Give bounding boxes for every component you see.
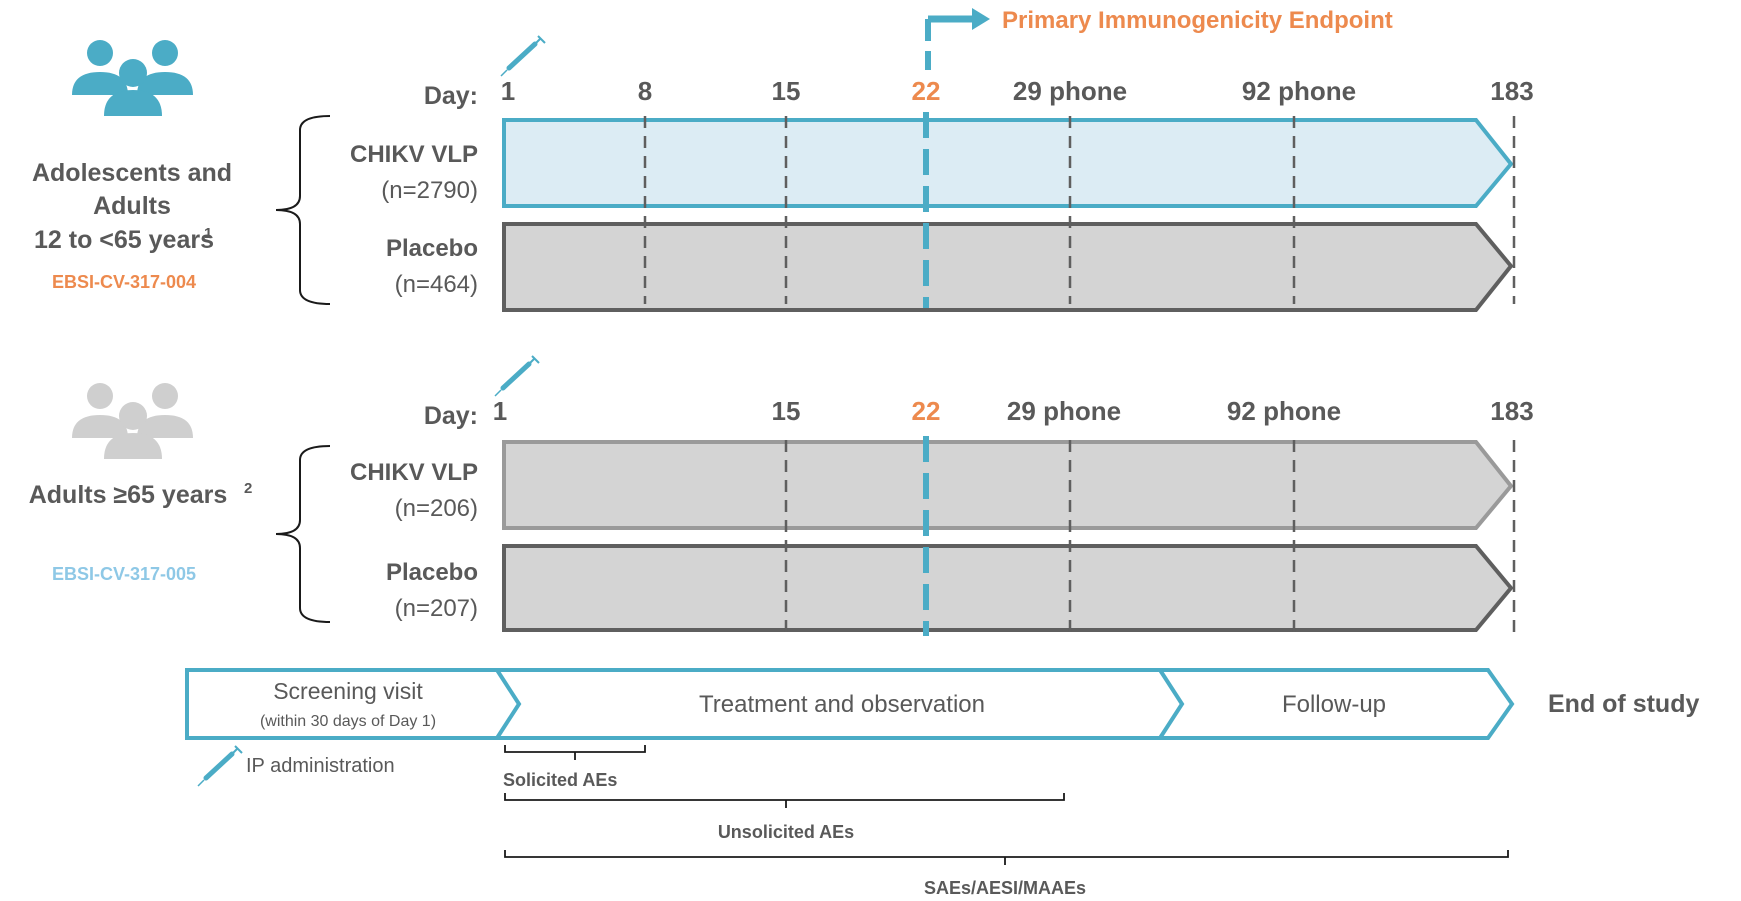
group1-day-22: 22 [912, 76, 941, 106]
group1-day-prefix: Day: [424, 82, 478, 110]
people-group-icon [72, 40, 193, 116]
serious-label: SAEs/AESI/MAAEs [924, 878, 1086, 898]
solicited-bracket [504, 745, 646, 760]
endpoint-arrow-icon [925, 8, 990, 70]
group1-day-183: 183 [1490, 76, 1533, 106]
primary-endpoint-label: Primary Immunogenicity Endpoint [1002, 7, 1393, 34]
group2-day-183: 183 [1490, 396, 1533, 426]
serious-bracket [504, 850, 1509, 865]
group1-title-line2: Adults [93, 192, 171, 220]
group1-arm1-name: CHIKV VLP [350, 141, 478, 168]
group1-arm1-n: (n=2790) [381, 177, 478, 204]
group2-arm2-bar [502, 544, 1514, 632]
group2-day-prefix: Day: [424, 402, 478, 430]
followup-label: Follow-up [1282, 691, 1386, 718]
group1-title-sup: 1 [204, 225, 212, 242]
group1-arm2-n: (n=464) [395, 271, 478, 298]
group1-arm2-name: Placebo [386, 235, 478, 262]
group2-title-sup: 2 [244, 480, 252, 497]
group2-arm2-name: Placebo [386, 559, 478, 586]
group1-study-code: EBSI-CV-317-004 [52, 272, 196, 292]
solicited-label: Solicited AEs [503, 770, 617, 790]
group2-brace [275, 445, 331, 623]
treatment-label: Treatment and observation [699, 691, 985, 718]
group1-brace [275, 115, 331, 305]
people-group-gray-icon [72, 383, 193, 459]
group2-day-gridlines [784, 440, 1516, 634]
group1-day-29: 29 phone [1013, 76, 1127, 106]
group1-day-8: 8 [638, 76, 652, 106]
group2-title: Adults ≥65 years [29, 481, 228, 509]
group2-day-1: 1 [493, 396, 507, 426]
end-of-study-label: End of study [1548, 690, 1699, 718]
group1-day-gridlines [643, 116, 1516, 304]
group2-study-code: EBSI-CV-317-005 [52, 564, 196, 584]
group2-arm2-n: (n=207) [395, 595, 478, 622]
group1-title-line3: 12 to <65 years [34, 226, 214, 254]
group1-arm1-bar [502, 118, 1514, 208]
group1-day-15: 15 [772, 76, 801, 106]
group2-arm1-bar [502, 440, 1514, 530]
unsolicited-bracket [504, 793, 1065, 808]
group2-day-22: 22 [912, 396, 941, 426]
ip-administration-label: IP administration [246, 755, 395, 777]
group1-day-92: 92 phone [1242, 76, 1356, 106]
group1-arm2-bar [502, 222, 1514, 312]
syringe-legend-icon [198, 746, 242, 786]
syringe-icon-2 [495, 356, 539, 396]
group2-day-29: 29 phone [1007, 396, 1121, 426]
followup-phase-arrow [1156, 668, 1515, 740]
unsolicited-label: Unsolicited AEs [718, 822, 854, 842]
group2-day-92: 92 phone [1227, 396, 1341, 426]
screening-label: Screening visit [273, 678, 423, 704]
screening-sublabel: (within 30 days of Day 1) [260, 713, 436, 730]
group2-day-15: 15 [772, 396, 801, 426]
group1-day-1: 1 [501, 76, 515, 106]
syringe-icon [501, 36, 545, 76]
group2-arm1-name: CHIKV VLP [350, 459, 478, 486]
group2-arm1-n: (n=206) [395, 495, 478, 522]
group1-title-line1: Adolescents and [32, 159, 232, 187]
